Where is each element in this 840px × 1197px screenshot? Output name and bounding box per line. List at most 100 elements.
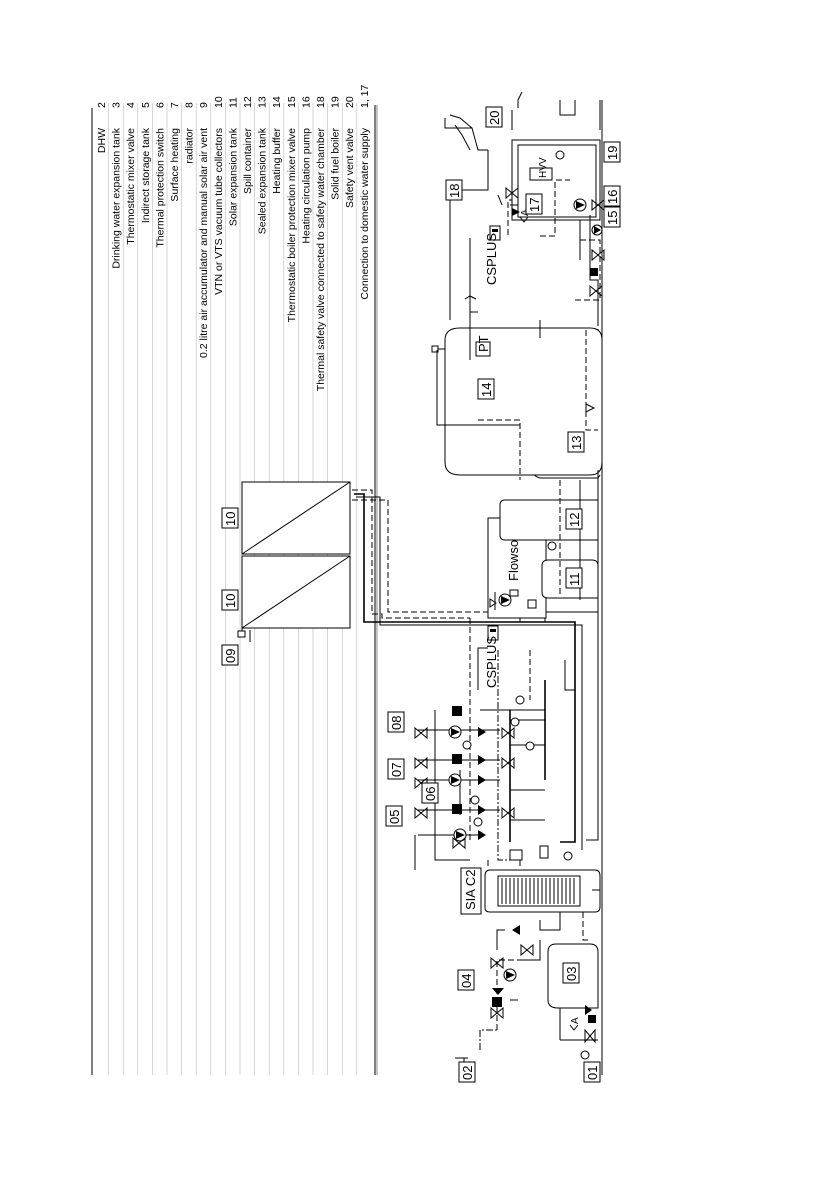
svg-text:06: 06 xyxy=(423,787,438,801)
legend-text: Connection to domestic water supply xyxy=(359,127,371,299)
tag-09: 09 xyxy=(221,644,239,666)
buffer-label: PT xyxy=(476,335,491,352)
svg-text:07: 07 xyxy=(389,763,404,777)
legend-code: 19 xyxy=(330,96,342,108)
legend-text: Thermostatic mixer valve xyxy=(125,128,137,245)
svg-text:10: 10 xyxy=(223,594,238,608)
tank-pipes xyxy=(487,860,600,941)
air-vent-9 xyxy=(237,628,251,642)
legend-text: Drinking water expansion tank xyxy=(111,127,123,268)
legend-code: 10 xyxy=(213,96,225,108)
tank-sia-label: SIA C2 xyxy=(463,870,478,910)
legend-text: Thermal safety valve connected to safety… xyxy=(315,128,327,392)
svg-text:02: 02 xyxy=(460,1066,475,1080)
tag-11: 11 xyxy=(565,567,583,589)
legend-code: 20 xyxy=(344,96,356,108)
tag-18: 18 xyxy=(445,179,463,201)
tag-04: 04 xyxy=(457,969,475,991)
boiler-label: HVV xyxy=(538,157,549,178)
heating-circuits xyxy=(414,650,575,870)
controller-csplus-b: CSPLUS xyxy=(484,225,501,285)
solid-fuel-boiler-19: HVV xyxy=(511,100,601,221)
svg-text:15: 15 xyxy=(605,211,620,225)
legend-text: Indirect storage tank xyxy=(140,127,152,223)
legend-code: 4 xyxy=(125,102,137,108)
svg-text:08: 08 xyxy=(389,716,404,730)
spill-container-12 xyxy=(499,499,599,541)
dhw-circuit: A xyxy=(455,925,599,1069)
tag-17: 17 xyxy=(525,193,543,215)
svg-text:19: 19 xyxy=(605,146,620,160)
svg-text:20: 20 xyxy=(487,111,502,125)
svg-text:09: 09 xyxy=(223,649,238,663)
tag-12: 12 xyxy=(565,508,583,530)
legend-text: Thermostatic boiler protection mixer val… xyxy=(286,128,298,322)
legend-text: radiator xyxy=(184,128,196,164)
legend-code: 7 xyxy=(169,102,181,108)
tag-16: 16 xyxy=(603,185,621,207)
csplus-b-label: CSPLUS xyxy=(484,233,499,285)
svg-text:17: 17 xyxy=(527,198,542,212)
legend-code: 18 xyxy=(315,96,327,108)
svg-text:16: 16 xyxy=(605,190,620,204)
tag-05: 05 xyxy=(385,805,403,827)
number-tags: 01 02 03 04 05 06 07 08 xyxy=(221,106,621,1083)
legend-code: 6 xyxy=(154,102,166,108)
legend-text: Solid fuel boiler xyxy=(330,128,342,200)
legend-row: 1, 17 Connection to domestic water supply xyxy=(356,84,371,1075)
heating-buffer-14: PT xyxy=(431,327,603,479)
svg-text:18: 18 xyxy=(447,184,462,198)
legend-code: 11 xyxy=(227,97,239,108)
legend-text: Surface heating xyxy=(169,128,181,202)
legend-code: 3 xyxy=(111,102,123,108)
tag-15: 15 xyxy=(603,206,621,228)
legend-code: 13 xyxy=(257,96,269,108)
tag-10b: 10 xyxy=(221,507,239,529)
legend-text: 0.2 litre air accumulator and manual sol… xyxy=(198,128,210,358)
legend-code: 5 xyxy=(140,102,152,108)
chimney xyxy=(444,114,488,151)
svg-text:03: 03 xyxy=(564,967,579,981)
svg-text:01: 01 xyxy=(585,1066,600,1080)
tag-06: 06 xyxy=(421,782,439,804)
storage-tank-sia-c2: SIA C2 xyxy=(460,845,601,915)
legend-text: VTN or VTS vacuum tube collectors xyxy=(213,128,225,295)
tag-14: 14 xyxy=(477,378,495,400)
legend-code: 14 xyxy=(271,96,283,108)
legend-text: Sealed expansion tank xyxy=(257,127,269,234)
csplus-a-label: CSPLUS xyxy=(484,636,499,688)
tag-19: 19 xyxy=(603,141,621,163)
legend-code: 15 xyxy=(286,96,298,108)
svg-text:10: 10 xyxy=(223,512,238,526)
legend-code: 12 xyxy=(242,96,254,108)
svg-text:12: 12 xyxy=(567,513,582,527)
legend-text: Spill container xyxy=(242,127,254,193)
svg-text:11: 11 xyxy=(567,573,582,587)
flowsol-label: Flowsol xyxy=(506,537,521,581)
controller-csplus-a: CSPLUS xyxy=(477,625,499,690)
tag-20: 20 xyxy=(485,106,503,128)
legend-text: Thermal protection switch xyxy=(154,128,166,248)
safety-vent-valve-20 xyxy=(517,91,576,116)
tag-07: 07 xyxy=(387,758,405,780)
tag-03: 03 xyxy=(562,962,580,984)
legend-text: Heating buffer xyxy=(271,128,283,194)
legend-code: 2 xyxy=(96,102,108,108)
tag-13: 13 xyxy=(567,431,585,453)
legend-code: 16 xyxy=(300,96,312,108)
legend-text: Safety vent valve xyxy=(344,128,356,208)
legend-code: 1, 17 xyxy=(359,84,371,108)
tag-01: 01 xyxy=(583,1061,601,1083)
